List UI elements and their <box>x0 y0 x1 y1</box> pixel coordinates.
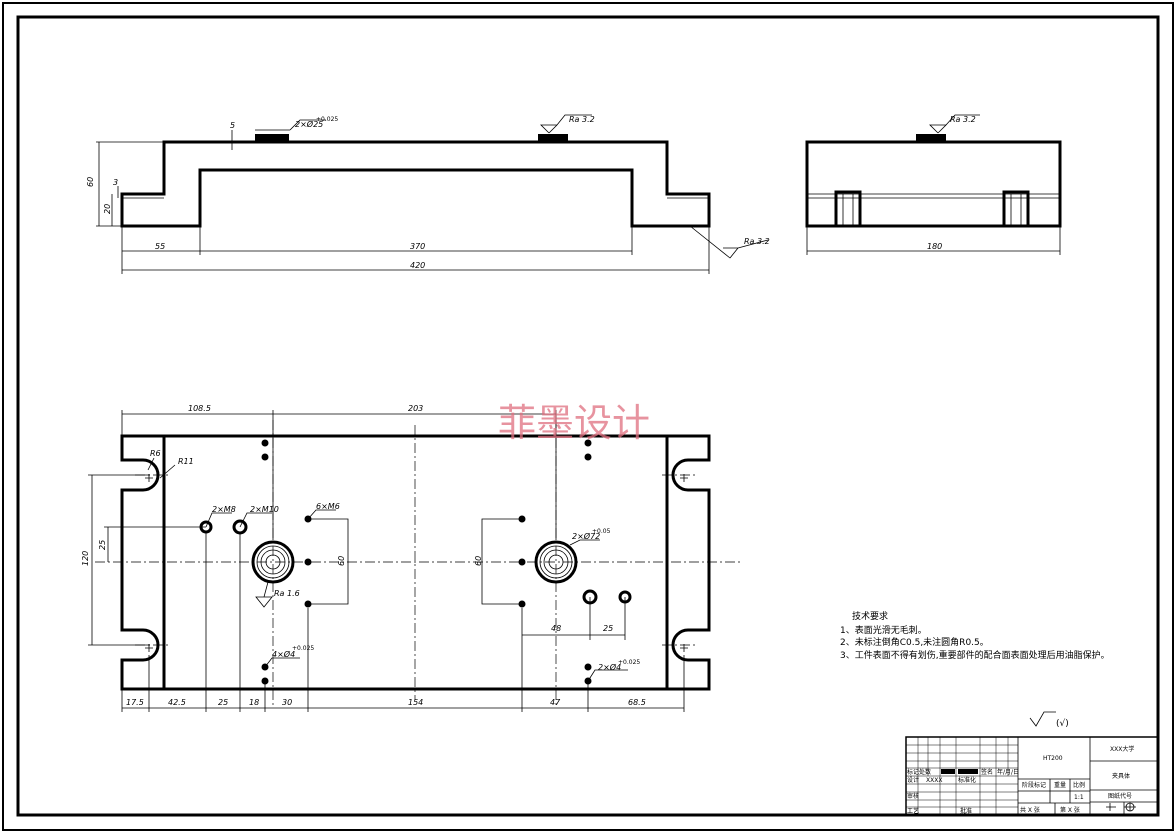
tech-item-2: 2、未标注倒角C0.5,未注圆角R0.5。 <box>840 636 989 648</box>
dim-inner-span: 370 <box>410 242 425 251</box>
tb-stage-label: 阶段标记 <box>1022 781 1046 789</box>
tb-date-label: 年/月/日 <box>997 768 1019 776</box>
tb-designer: XXXX <box>926 777 942 784</box>
dim-bottom-7: 68.5 <box>628 698 646 707</box>
radius-r11: R11 <box>178 457 194 466</box>
dim-plan-left: 108.5 <box>188 404 211 413</box>
dim-bottom-4: 30 <box>282 698 292 707</box>
roughness-side: Ra 3.2 <box>744 237 770 246</box>
tb-school: XXX大学 <box>1110 745 1134 753</box>
plan-view-labels: 108.5 203 120 25 60 60 48 25 17.5 42.5 2… <box>81 404 646 707</box>
plan-view <box>88 410 740 712</box>
callout-pins-right: 2×Ø4 <box>598 662 621 672</box>
roughness-symbol <box>1029 711 1056 727</box>
dim-bottom-3: 18 <box>249 698 259 707</box>
callout-pins-right-tol: +0.025 <box>618 659 640 666</box>
roughness-general: (√) <box>1056 718 1069 729</box>
dim-plan-inner: 25 <box>98 540 107 550</box>
dim-plan-outer: 120 <box>81 551 90 566</box>
tb-scale-label: 比例 <box>1073 781 1085 789</box>
tb-process-label: 工艺 <box>907 807 919 815</box>
callout-pins-left: 4×Ø4 <box>272 649 295 659</box>
callout-bore-right-tol: +0.05 <box>592 528 611 535</box>
tb-mark-label: 标记 <box>907 768 919 776</box>
front-view-labels: 55 370 420 60 20 3 5 2×Ø25 +0.025 Ra 3.2… <box>86 115 770 270</box>
dim-bottom-0: 17.5 <box>126 698 144 707</box>
callout-bore-ra: Ra 1.6 <box>274 589 300 598</box>
dim-25: 25 <box>603 624 613 633</box>
tb-designer-label: 设计 <box>907 776 919 784</box>
front-view <box>96 114 769 274</box>
dim-bottom-1: 42.5 <box>168 698 186 707</box>
dim-right-60: 60 <box>474 556 483 566</box>
dim-bottom-5: 154 <box>408 698 423 707</box>
tb-scale: 1:1 <box>1074 794 1084 801</box>
dim-total-width: 420 <box>410 261 425 270</box>
tech-item-1: 1、表面光滑无毛刺。 <box>840 624 927 636</box>
dim-left-step: 55 <box>155 242 165 251</box>
tb-count-label: 处数 <box>919 768 931 776</box>
dim-left-60: 60 <box>337 556 346 566</box>
tb-sheet-num: 第 X 张 <box>1060 806 1080 814</box>
dim-48: 48 <box>551 624 561 633</box>
drawing-frame <box>16 15 1160 817</box>
fit-top: 2×Ø25 <box>295 119 323 129</box>
title-block-text: HT200 XXX大学 夹具体 图纸代号 阶段标记 重量 比例 1:1 共 X … <box>907 745 1134 815</box>
tb-std-label: 标准化 <box>958 776 976 784</box>
front-boss-right <box>538 134 568 142</box>
fit-top-tol: +0.025 <box>316 116 338 123</box>
callout-pins-left-tol: +0.025 <box>292 645 314 652</box>
dim-bottom-2: 25 <box>218 698 228 707</box>
radius-r6: R6 <box>150 449 161 458</box>
side-view <box>805 114 1062 255</box>
tb-approve-label: 批准 <box>960 807 972 815</box>
dim-base-height: 20 <box>103 204 112 214</box>
callout-m6: 6×M6 <box>316 502 340 511</box>
dim-side-width: 180 <box>927 242 942 251</box>
dim-bottom-6: 47 <box>550 698 561 707</box>
tech-item-3: 3、工件表面不得有划伤,重要部件的配合面表面处理后用油脂保护。 <box>840 649 1110 661</box>
tech-requirements: 技术要求 1、表面光滑无毛刺。 2、未标注倒角C0.5,未注圆角R0.5。 3、… <box>840 610 1110 661</box>
dim-top-depth: 5 <box>230 121 235 130</box>
callout-m10: 2×M10 <box>250 505 279 514</box>
tb-sheet-total: 共 X 张 <box>1020 806 1040 814</box>
tb-weight-label: 重量 <box>1054 781 1066 789</box>
roughness-side-view: Ra 3.2 <box>950 115 976 124</box>
dim-height: 60 <box>86 177 95 187</box>
tb-material: HT200 <box>1043 755 1063 762</box>
tech-title: 技术要求 <box>852 610 888 622</box>
front-boss-left <box>255 134 289 142</box>
dim-step: 3 <box>113 178 118 187</box>
tb-drawing-no: 图纸代号 <box>1108 792 1132 800</box>
title-block <box>905 736 1159 816</box>
tb-review-label: 审核 <box>907 792 919 800</box>
tb-part-name: 夹具体 <box>1112 772 1130 780</box>
side-boss <box>916 134 946 142</box>
tb-sig-label: 签名 <box>981 768 993 776</box>
callout-bore-right: 2×Ø72 <box>572 531 600 541</box>
roughness-top: Ra 3.2 <box>569 115 595 124</box>
watermark: 菲墨设计 <box>498 401 650 445</box>
callout-m8: 2×M8 <box>212 505 236 514</box>
dim-plan-right: 203 <box>408 404 423 413</box>
